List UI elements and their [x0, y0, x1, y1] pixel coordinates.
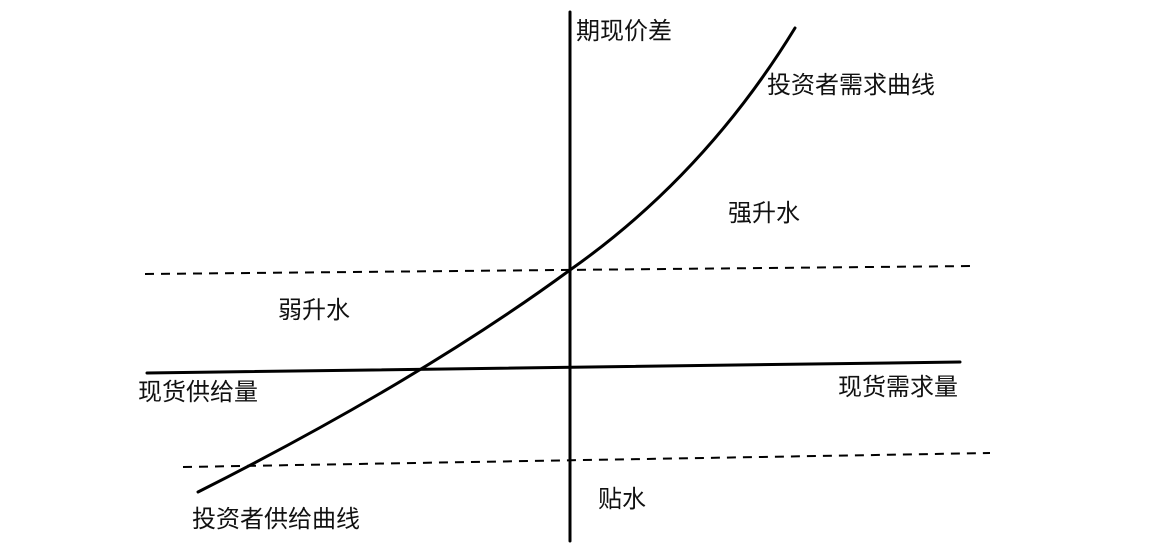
y-axis-label: 期现价差 [576, 17, 672, 45]
weak-contango-label: 弱升水 [278, 296, 350, 324]
strong-contango-label: 强升水 [728, 199, 800, 227]
investor-curve [196, 26, 797, 494]
spot-demand-label: 现货需求量 [838, 373, 958, 401]
backwardation-label: 贴水 [598, 485, 646, 513]
lower-dashed-line [182, 452, 991, 468]
spot-supply-label: 现货供给量 [138, 378, 258, 406]
investor-demand-curve-label: 投资者需求曲线 [767, 71, 935, 99]
upper-dashed-line [144, 265, 976, 275]
horizontal-axis [145, 360, 962, 375]
investor-supply-curve-label: 投资者供给曲线 [192, 505, 360, 533]
